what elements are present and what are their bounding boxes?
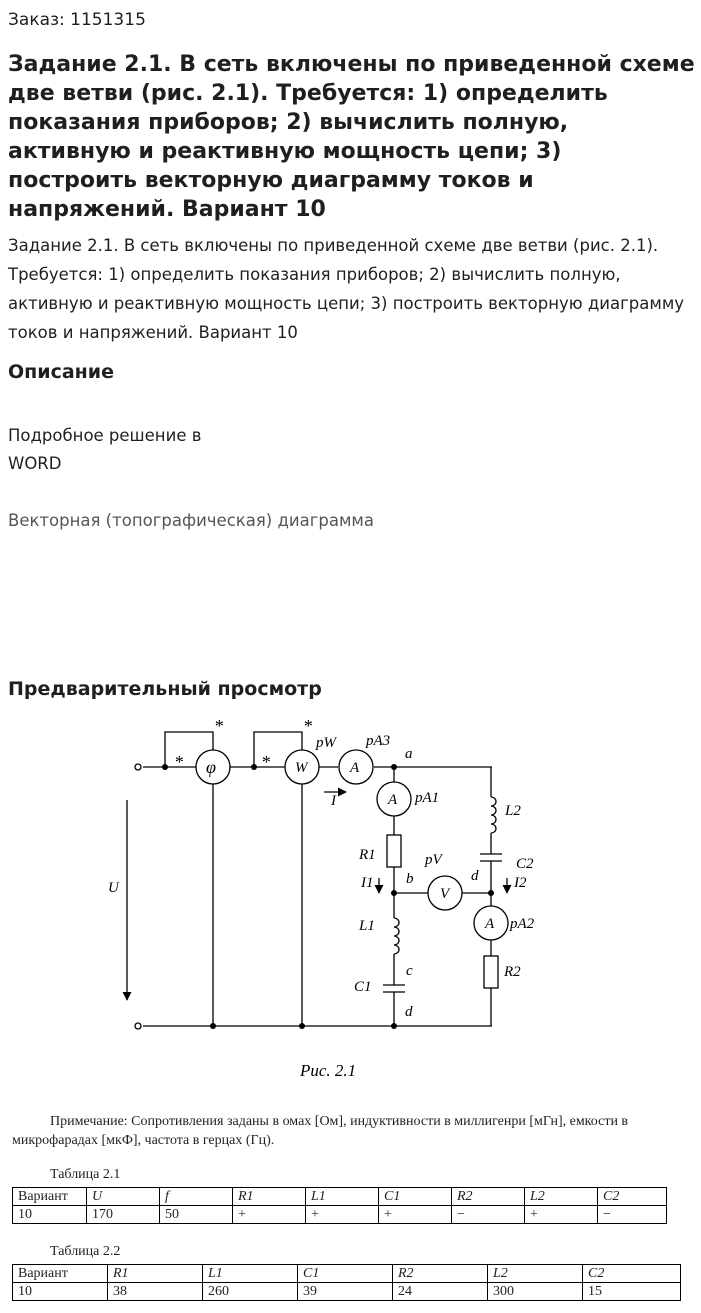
vector-diagram-text: Векторная (топографическая) диаграмма: [8, 511, 374, 530]
node-d-top: d: [471, 868, 479, 884]
node-c: c: [406, 963, 413, 979]
star-mark-phi: *: [214, 716, 223, 736]
table-header: L1: [202, 1264, 298, 1283]
detail-line-2: WORD: [8, 454, 62, 473]
table-row: Вариант U f R1 L1 C1 R2 L2 C2: [12, 1187, 667, 1206]
table-cell: 10: [12, 1282, 108, 1301]
node-b: b: [406, 871, 414, 887]
ammeter3-symbol: A: [349, 760, 360, 776]
table-header: U: [86, 1187, 160, 1206]
detail-line-1: Подробное решение в: [8, 426, 202, 445]
label-u: U: [108, 880, 120, 896]
star-mark-w-left: *: [261, 752, 270, 772]
table-cell: 15: [582, 1282, 681, 1301]
label-c1: C1: [354, 979, 372, 995]
table-row: 10 38 260 39 24 300 15: [12, 1282, 681, 1301]
label-l2: L2: [504, 803, 521, 819]
table-header: R1: [232, 1187, 306, 1206]
table-cell: 50: [159, 1205, 233, 1224]
table-row: 10 170 50 + + + − + −: [12, 1205, 667, 1224]
table-cell: −: [451, 1205, 525, 1224]
label-c2: C2: [516, 856, 534, 872]
table-cell: +: [305, 1205, 379, 1224]
table-cell: +: [232, 1205, 306, 1224]
label-pa1: pA1: [414, 790, 439, 806]
star-mark-w: *: [303, 716, 312, 736]
task-description: Задание 2.1. В сеть включены по приведен…: [8, 236, 685, 342]
table2-caption: Таблица 2.2: [50, 1244, 121, 1259]
label-pw: pW: [315, 735, 338, 751]
label-i: I: [330, 793, 337, 809]
table-header: Вариант: [12, 1187, 87, 1206]
label-i2: I2: [513, 875, 527, 891]
note: Примечание: Сопротивления заданы в омах …: [12, 1112, 682, 1150]
table-cell: 24: [392, 1282, 488, 1301]
ammeter1-symbol: A: [387, 792, 398, 808]
table-header: L1: [305, 1187, 379, 1206]
label-r1: R1: [358, 847, 376, 863]
label-pv: pV: [424, 852, 444, 868]
circuit-diagram: * * * * φ W A A V A pW pA3 pA1 pA2 pV I …: [108, 716, 535, 1080]
table-cell: 39: [297, 1282, 393, 1301]
star-mark-phi-left: *: [174, 752, 183, 772]
table-cell: 300: [487, 1282, 583, 1301]
page-title: Задание 2.1. В сеть включены по приведен…: [8, 52, 695, 222]
table-header: R2: [392, 1264, 488, 1283]
table-header: C1: [297, 1264, 393, 1283]
node-a: a: [405, 746, 413, 762]
label-l1: L1: [358, 918, 375, 934]
table-header: C2: [582, 1264, 681, 1283]
table-header: L2: [487, 1264, 583, 1283]
label-pa2: pA2: [509, 916, 535, 932]
table1-caption: Таблица 2.1: [50, 1167, 121, 1182]
wattmeter-symbol: W: [295, 760, 309, 776]
phase-meter-symbol: φ: [206, 757, 216, 777]
table-header: R2: [451, 1187, 525, 1206]
voltmeter-symbol: V: [440, 886, 451, 902]
table-header: f: [159, 1187, 233, 1206]
table-cell: +: [524, 1205, 598, 1224]
table-header: C1: [378, 1187, 452, 1206]
table-header: C2: [597, 1187, 667, 1206]
label-pa3: pA3: [365, 733, 390, 749]
table-cell: −: [597, 1205, 667, 1224]
description-heading: Описание: [8, 361, 115, 383]
label-r2: R2: [503, 964, 521, 980]
table-header: L2: [524, 1187, 598, 1206]
table-header: Вариант: [12, 1264, 108, 1283]
table-cell: 38: [107, 1282, 203, 1301]
table-header: R1: [107, 1264, 203, 1283]
table-cell: +: [378, 1205, 452, 1224]
figure-caption: Рис. 2.1: [299, 1061, 356, 1080]
table-cell: 10: [12, 1205, 87, 1224]
preview-heading: Предварительный просмотр: [8, 678, 322, 700]
note-text: Примечание: Сопротивления заданы в омах …: [12, 1114, 629, 1148]
order-number: Заказ: 1151315: [8, 10, 146, 30]
table-cell: 170: [86, 1205, 160, 1224]
label-i1: I1: [360, 875, 374, 891]
node-d-bottom: d: [405, 1004, 413, 1020]
table-row: Вариант R1 L1 C1 R2 L2 C2: [12, 1264, 681, 1283]
table-cell: 260: [202, 1282, 298, 1301]
ammeter2-symbol: A: [484, 916, 495, 932]
table-2-2: Вариант R1 L1 C1 R2 L2 C2 10 38 260 39 2…: [12, 1264, 681, 1301]
table-2-1: Вариант U f R1 L1 C1 R2 L2 C2 10 170 50 …: [12, 1187, 667, 1224]
